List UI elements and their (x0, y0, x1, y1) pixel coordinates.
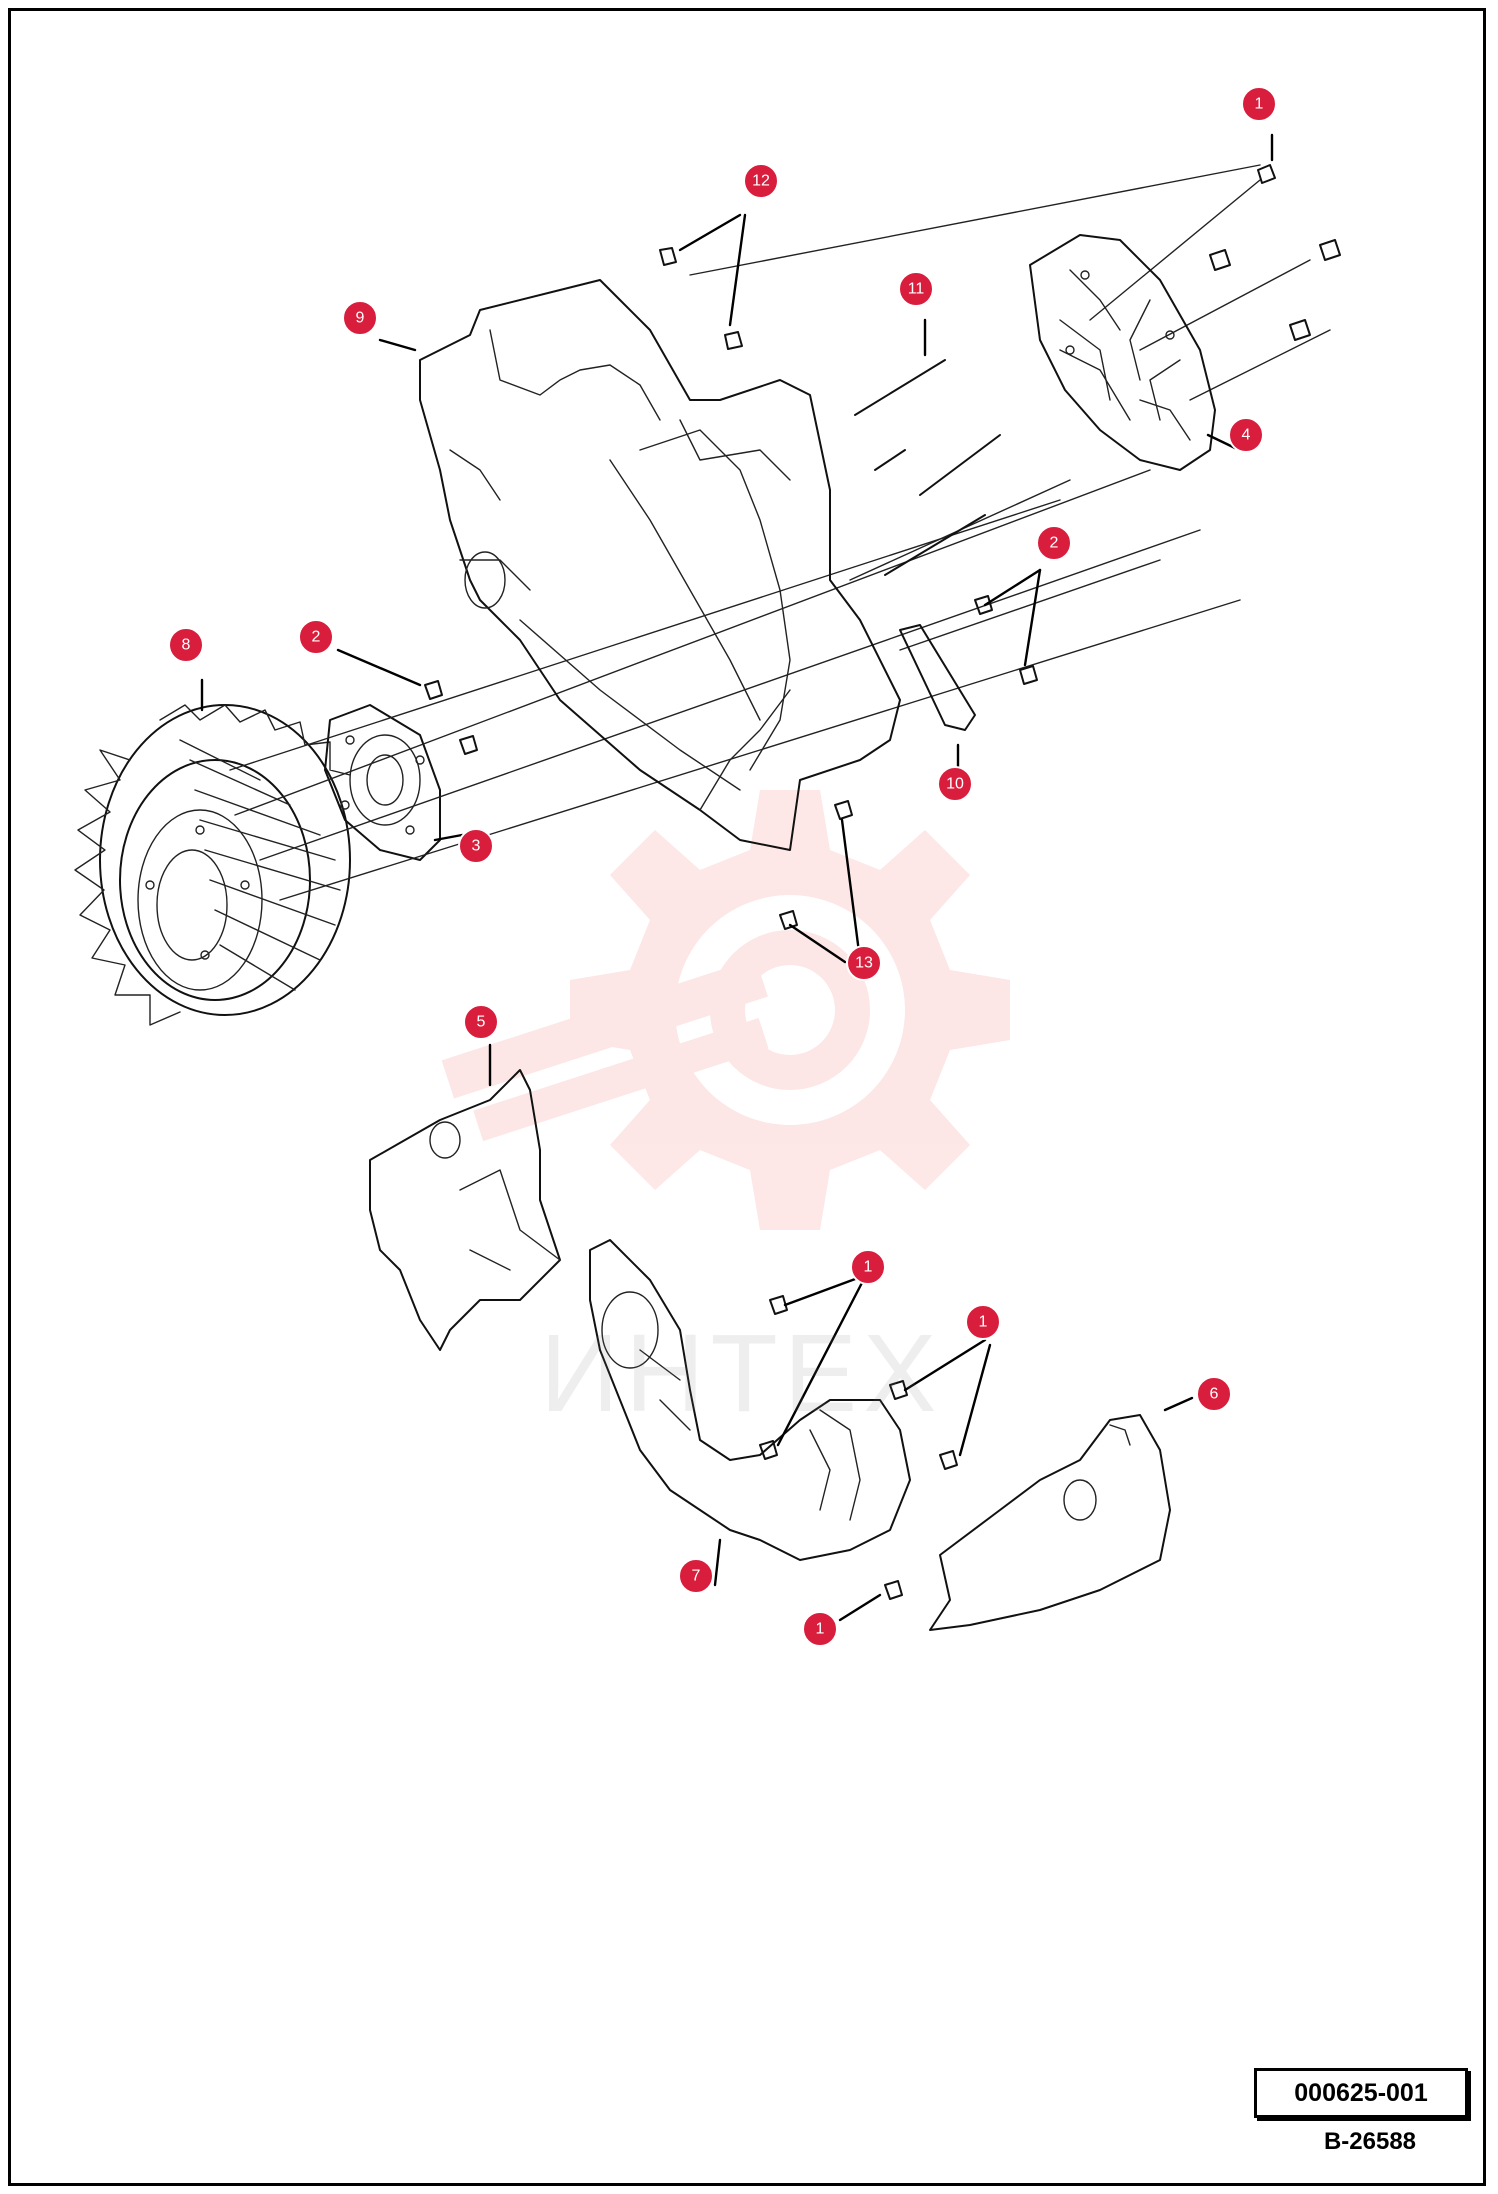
sheet-code: B-26588 (1323, 2128, 1417, 2155)
svg-text:4: 4 (1242, 427, 1251, 444)
svg-text:7: 7 (692, 1568, 701, 1585)
assembly-axis-lines (229, 164, 1331, 901)
svg-text:5: 5 (477, 1014, 486, 1031)
svg-text:1: 1 (979, 1314, 988, 1331)
leader-lines (200, 133, 1274, 1622)
bolts (424, 164, 1341, 1600)
callout-c1c[interactable]: 1 (965, 1304, 1001, 1340)
callout-c3[interactable]: 3 (458, 828, 494, 864)
callout-c4[interactable]: 4 (1228, 417, 1264, 453)
cooling-fan (74, 704, 351, 1026)
svg-text:11: 11 (908, 281, 925, 298)
callout-c9[interactable]: 9 (342, 300, 378, 336)
callout-c11[interactable]: 11 (898, 271, 934, 307)
svg-text:6: 6 (1210, 1386, 1219, 1403)
svg-text:12: 12 (752, 173, 770, 190)
svg-text:8: 8 (182, 637, 191, 654)
callouts: 1 12 9 11 4 2 8 2 10 3 13 5 1 1 6 7 1 (168, 86, 1277, 1647)
callout-c7[interactable]: 7 (678, 1558, 714, 1594)
callout-c2b[interactable]: 2 (298, 619, 334, 655)
svg-text:3: 3 (472, 838, 481, 855)
cylinder-air-guide (589, 1239, 911, 1561)
side-cover (929, 1414, 1171, 1631)
callout-c1a[interactable]: 1 (1241, 86, 1277, 122)
blower-housing (419, 279, 901, 851)
svg-text:2: 2 (1050, 535, 1059, 552)
fan-hub-plate (324, 704, 441, 861)
callout-c1b[interactable]: 1 (850, 1249, 886, 1285)
callout-c8[interactable]: 8 (168, 627, 204, 663)
callout-c13[interactable]: 13 (846, 945, 882, 981)
svg-text:10: 10 (946, 776, 964, 793)
back-plate (1029, 234, 1216, 471)
svg-text:9: 9 (356, 310, 365, 327)
mounting-bracket (899, 624, 976, 731)
svg-text:2: 2 (312, 629, 321, 646)
drawing-frame (8, 8, 1486, 2186)
lower-shroud (369, 1069, 561, 1351)
callout-c1d[interactable]: 1 (802, 1611, 838, 1647)
svg-text:1: 1 (1255, 96, 1264, 113)
callout-c10[interactable]: 10 (937, 766, 973, 802)
callout-c12[interactable]: 12 (743, 163, 779, 199)
callout-c5[interactable]: 5 (463, 1004, 499, 1040)
svg-text:1: 1 (864, 1259, 873, 1276)
svg-text:1: 1 (816, 1621, 825, 1638)
watermark-gear-icon (441, 790, 1010, 1230)
watermark-text: ИНТЕХ (540, 1312, 943, 1435)
mounting-studs (854, 359, 1001, 576)
part-code-box: 000625-001 (1254, 2068, 1468, 2118)
callout-c6[interactable]: 6 (1196, 1376, 1232, 1412)
svg-text:13: 13 (855, 955, 873, 972)
callout-c2a[interactable]: 2 (1036, 525, 1072, 561)
